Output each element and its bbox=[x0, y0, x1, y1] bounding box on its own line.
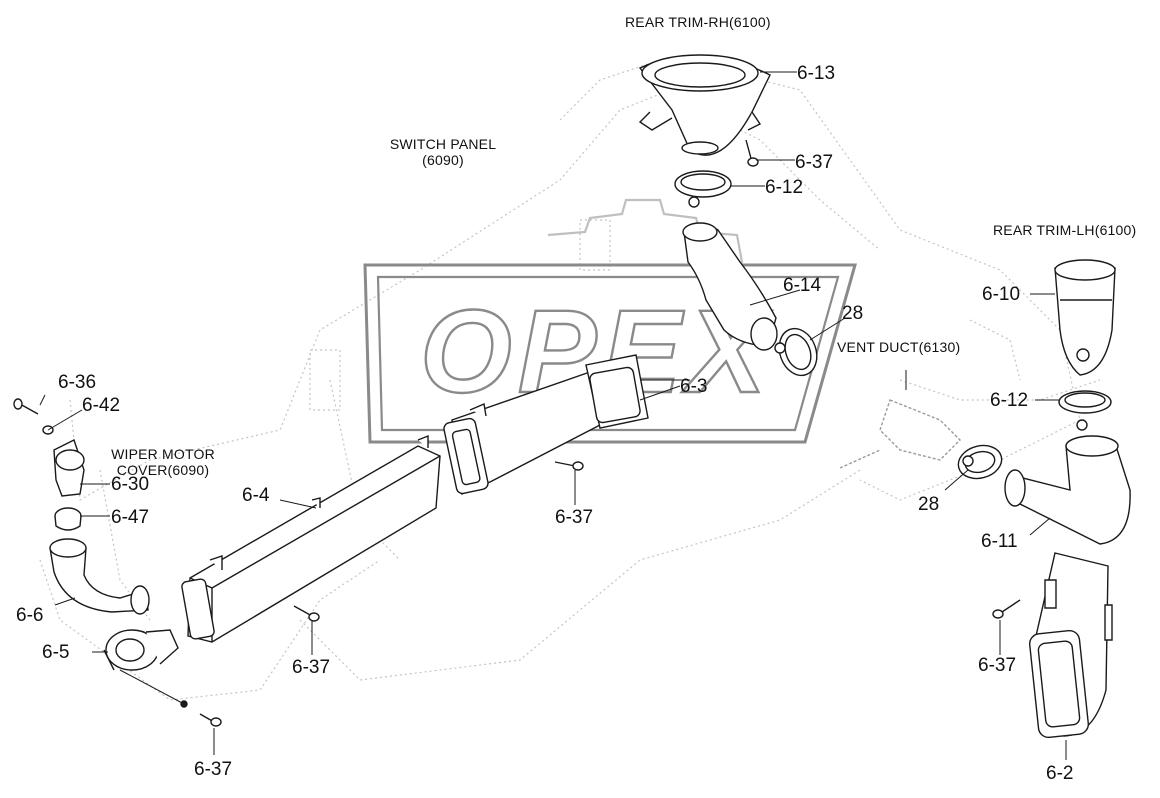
part-label-28-right: 28 bbox=[918, 494, 940, 515]
collar-6-47 bbox=[54, 507, 82, 531]
part-label-6-13: 6-13 bbox=[797, 63, 836, 84]
part-label-6-36: 6-36 bbox=[58, 372, 97, 393]
part-label-6-37-lowmid: 6-37 bbox=[292, 657, 331, 678]
screw-6-37-bottom bbox=[180, 700, 222, 727]
part-label-6-37-top: 6-37 bbox=[795, 152, 834, 173]
label-vent-duct: VENT DUCT(6130) bbox=[837, 339, 961, 355]
bolt-6-36 bbox=[13, 398, 39, 415]
screw-6-37-lowmid bbox=[293, 605, 320, 622]
label-switch-panel-line1: SWITCH PANEL bbox=[389, 136, 497, 152]
duct-6-2 bbox=[1028, 552, 1113, 739]
part-label-6-6: 6-6 bbox=[16, 605, 44, 626]
fitting-6-5 bbox=[103, 629, 179, 671]
vent-duct-6130 bbox=[839, 399, 961, 469]
part-label-6-14: 6-14 bbox=[783, 275, 822, 296]
clamp-28-top bbox=[774, 327, 818, 377]
duct-6-4 bbox=[181, 434, 441, 643]
part-label-6-37-bottom: 6-37 bbox=[194, 759, 233, 780]
outlet-lh-6-10 bbox=[1054, 259, 1116, 376]
clamp-6-12-top bbox=[674, 170, 732, 208]
part-label-6-11: 6-11 bbox=[981, 531, 1018, 552]
part-label-6-37-mid: 6-37 bbox=[555, 507, 594, 528]
screw-6-37-top bbox=[745, 139, 759, 167]
part-label-6-12-right: 6-12 bbox=[990, 390, 1029, 411]
label-wiper-motor-cover: WIPER MOTOR COVER(6090) bbox=[101, 446, 225, 478]
part-label-6-2: 6-2 bbox=[1046, 763, 1074, 784]
label-wiper-motor-line1: WIPER MOTOR bbox=[111, 446, 215, 462]
duct-6-3 bbox=[443, 354, 649, 496]
clamp-28-right bbox=[957, 444, 1003, 480]
leader-lines bbox=[39, 71, 1067, 760]
elbow-6-6 bbox=[49, 538, 150, 615]
clamp-6-12-right bbox=[1058, 390, 1112, 431]
label-rear-trim-lh: REAR TRIM-LH(6100) bbox=[993, 222, 1137, 238]
elbow-6-14 bbox=[682, 222, 778, 351]
part-label-6-10: 6-10 bbox=[982, 284, 1021, 305]
elbow-6-11 bbox=[1004, 435, 1131, 545]
part-label-6-3: 6-3 bbox=[680, 376, 708, 397]
part-label-28-top: 28 bbox=[842, 303, 864, 324]
label-rear-trim-rh: REAR TRIM-RH(6100) bbox=[625, 14, 771, 30]
label-switch-panel: SWITCH PANEL (6090) bbox=[383, 136, 503, 168]
part-label-6-4: 6-4 bbox=[242, 485, 270, 506]
part-label-6-42: 6-42 bbox=[82, 395, 121, 416]
part-label-6-47: 6-47 bbox=[111, 507, 150, 528]
part-label-6-30: 6-30 bbox=[111, 474, 150, 495]
screw-6-37-right bbox=[992, 599, 1021, 619]
cover-6-30 bbox=[53, 439, 85, 497]
label-switch-panel-line2: (6090) bbox=[422, 152, 464, 169]
part-label-6-37-right: 6-37 bbox=[978, 655, 1017, 676]
part-label-6-12-top: 6-12 bbox=[765, 177, 804, 198]
label-wiper-motor-line2: COVER(6090) bbox=[116, 462, 210, 479]
outlet-rh-6-13 bbox=[638, 54, 771, 156]
parts-artwork bbox=[13, 54, 1131, 739]
part-label-6-5: 6-5 bbox=[42, 642, 70, 663]
screw-6-37-mid bbox=[554, 461, 584, 471]
